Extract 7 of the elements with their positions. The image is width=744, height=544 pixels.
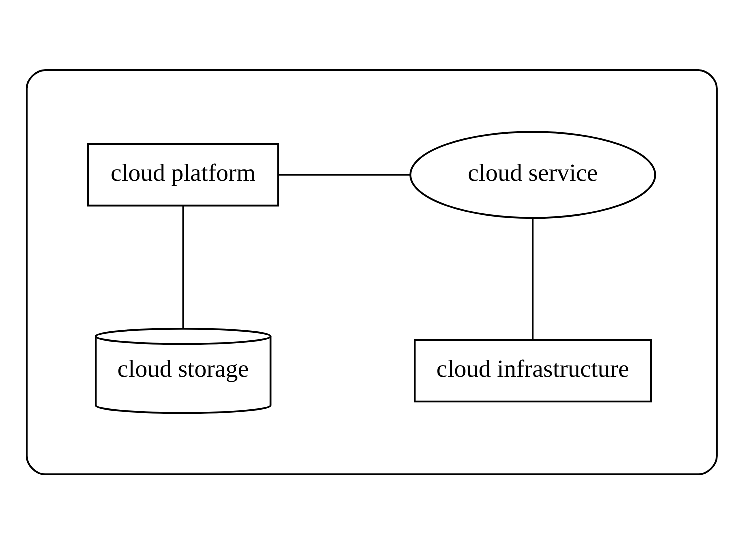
connector	[532, 218, 534, 340]
connector	[182, 205, 184, 328]
cluster	[26, 68, 718, 476]
node-ellipse: cloud service	[410, 130, 656, 219]
node-box: cloud infrastructure	[414, 339, 652, 402]
connector	[278, 174, 410, 176]
node-box: cloud platform	[87, 143, 280, 206]
